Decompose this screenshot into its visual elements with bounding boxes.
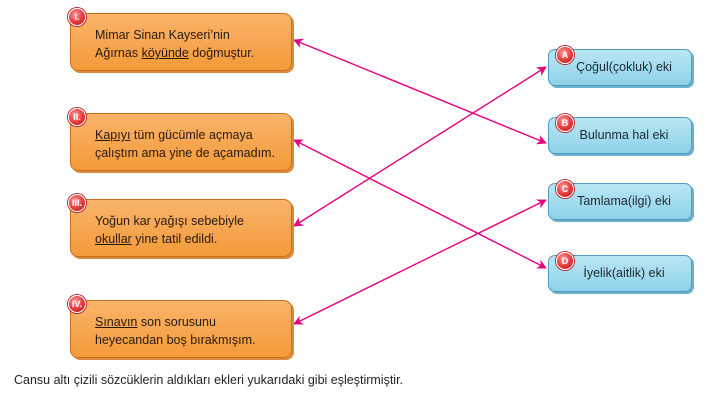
arrow-IV-to-C	[293, 199, 547, 325]
letter-marker: D	[556, 252, 574, 270]
sentence-text: Mimar Sinan Kayseri’nin Ağırnas köyünde …	[95, 28, 255, 60]
suffix-box-A: A Çoğul(çokluk) eki	[548, 46, 692, 86]
roman-marker: IV.	[68, 295, 86, 313]
sentence-text: Kapıyı tüm gücümle açmaya çalıştım ama y…	[95, 128, 275, 160]
roman-marker: II.	[68, 108, 86, 126]
roman-marker: I.	[68, 8, 86, 26]
underlined-word: Kapıyı	[95, 128, 131, 142]
suffix-box-B: B Bulunma hal eki	[548, 114, 692, 154]
arrow-II-to-D	[293, 139, 547, 269]
sentence-box-2: II. Kapıyı tüm gücümle açmaya çalıştım a…	[68, 108, 292, 171]
suffix-box-C: C Tamlama(ilgi) eki	[548, 180, 692, 220]
letter-marker: A	[556, 46, 574, 64]
suffix-box-D: D İyelik(aitlik) eki	[548, 252, 692, 292]
suffix-label: Çoğul(çokluk) eki	[576, 60, 672, 74]
caption: Cansu altı çizili sözcüklerin aldıkları …	[14, 373, 404, 387]
letter-marker: C	[556, 180, 574, 198]
sentence-box-1: I. Mimar Sinan Kayseri’nin Ağırnas köyün…	[68, 8, 292, 71]
sentence-box-4: IV. Sınavın son sorusunu heyecandan boş …	[68, 295, 292, 358]
underlined-word: Sınavın	[95, 315, 138, 329]
sentence-text: Yoğun kar yağışı sebebiyle okullar yine …	[95, 214, 244, 246]
suffix-label: Bulunma hal eki	[579, 128, 669, 142]
roman-marker: III.	[68, 194, 86, 212]
sentence-text: Sınavın son sorusunu heyecandan boş bıra…	[95, 315, 256, 347]
underlined-word: köyünde	[141, 46, 189, 60]
sentence-box-3: III. Yoğun kar yağışı sebebiyle okullar …	[68, 194, 292, 257]
suffix-label: İyelik(aitlik) eki	[583, 266, 665, 280]
underlined-word: okullar	[95, 232, 132, 246]
suffix-label: Tamlama(ilgi) eki	[577, 194, 671, 208]
letter-marker: B	[556, 114, 574, 132]
